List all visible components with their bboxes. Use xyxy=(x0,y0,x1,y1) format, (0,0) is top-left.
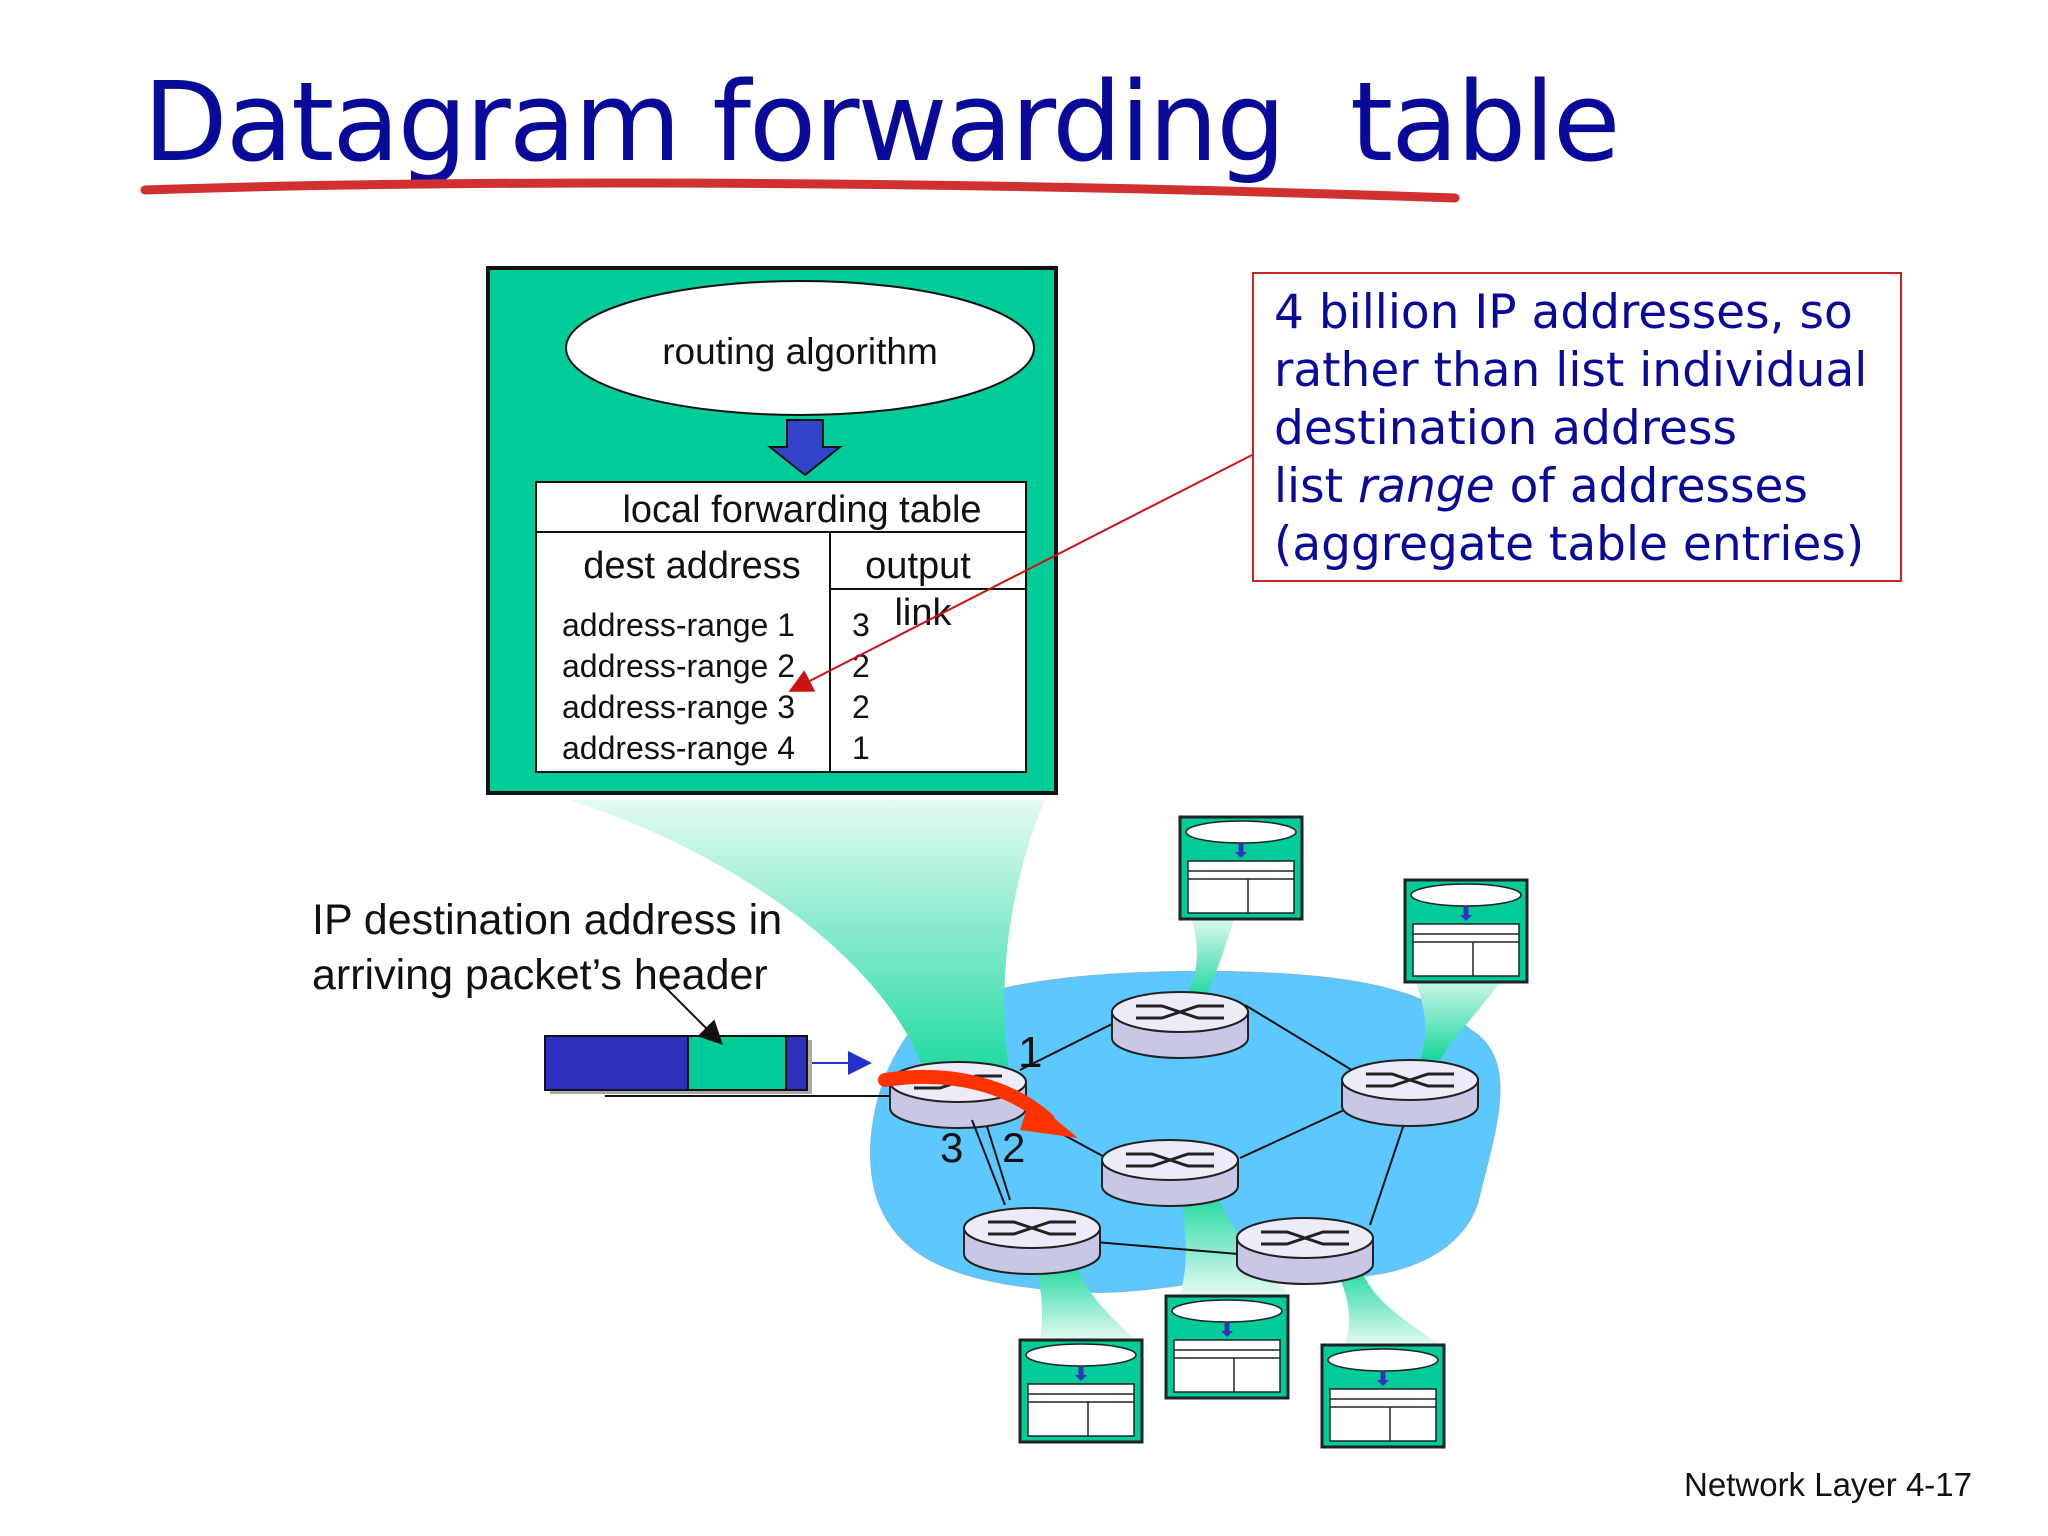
callout-line: (aggregate table entries) xyxy=(1274,517,1865,572)
table-row-dest: address-range 1 xyxy=(562,607,795,643)
beam-bottom-left xyxy=(1035,1260,1135,1340)
routing-algorithm-ellipse xyxy=(565,280,1035,416)
routing-algorithm-label: routing algorithm xyxy=(662,331,938,372)
header-dest-address: dest address xyxy=(583,545,801,587)
header-output: output xyxy=(865,545,971,587)
beam-top-right xyxy=(1410,970,1510,1060)
packet-header xyxy=(687,1035,787,1091)
title-underline xyxy=(140,178,1460,203)
port-label-3: 3 xyxy=(940,1124,963,1171)
forwarding-table xyxy=(535,481,1027,773)
ip-label-line: arriving packet’s header xyxy=(312,951,768,999)
header-pointer xyxy=(662,984,723,1045)
table-row-dest: address-range 3 xyxy=(562,689,795,725)
callout-line: rather than list individual xyxy=(1274,343,1868,398)
mini-table-top xyxy=(1180,817,1302,919)
table-rows: address-range 1 3 address-range 2 2 addr… xyxy=(562,607,870,766)
mini-table-bottom-right xyxy=(1322,1345,1444,1447)
forwarding-table-caption: local forwarding table xyxy=(622,489,981,531)
table-row-link: 3 xyxy=(852,607,870,643)
ip-destination-label: IP destination address in arriving packe… xyxy=(312,893,782,1003)
router-right xyxy=(1340,1058,1480,1128)
table-row-link: 2 xyxy=(852,689,870,725)
router-top xyxy=(1110,990,1250,1060)
callout-box: 4 billion IP addresses, so rather than l… xyxy=(1252,272,1902,582)
callout-line: list range of addresses xyxy=(1274,458,1890,516)
port-label-2: 2 xyxy=(1002,1124,1025,1171)
beam-top xyxy=(1185,915,1235,1000)
beam-bottom-right xyxy=(1335,1265,1440,1345)
callout-line: 4 billion IP addresses, so xyxy=(1274,285,1853,340)
router-center xyxy=(1100,1138,1240,1208)
port-label-1: 1 xyxy=(1018,1028,1042,1077)
table-row-link: 1 xyxy=(852,730,870,766)
ip-label-line: IP destination address in xyxy=(312,896,783,944)
table-row-dest: address-range 4 xyxy=(562,730,795,766)
callout-text: list xyxy=(1274,459,1358,514)
router-bottom-left xyxy=(962,1206,1102,1276)
callout-pointer xyxy=(788,454,1253,692)
slide-title: Datagram forwarding table xyxy=(143,58,1621,186)
mini-table-bottom-left xyxy=(1020,1340,1142,1442)
slide-footer: Network Layer 4-17 xyxy=(1684,1466,1972,1503)
down-arrow-icon xyxy=(767,419,843,477)
highlight-beam xyxy=(570,800,1045,1075)
callout-emphasis: range xyxy=(1357,459,1495,514)
network-links xyxy=(984,1004,1409,1256)
callout-line: destination address xyxy=(1274,401,1737,456)
table-row-dest: address-range 2 xyxy=(562,648,795,684)
router-bottom-right xyxy=(1235,1216,1375,1286)
table-row-link: 2 xyxy=(852,648,870,684)
mini-table-top-right xyxy=(1405,880,1527,982)
callout-text: of addresses xyxy=(1494,459,1808,514)
mini-table-center xyxy=(1166,1296,1288,1398)
